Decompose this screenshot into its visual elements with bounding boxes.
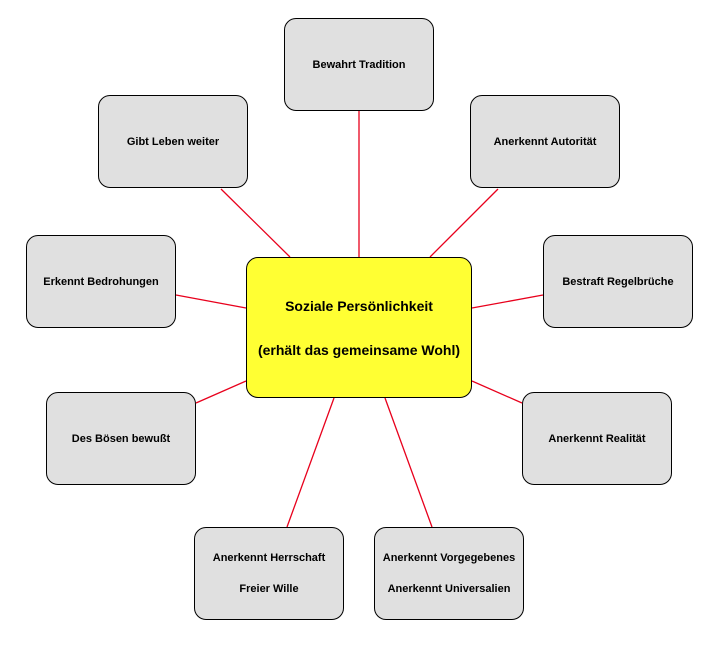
connector-bestraft-regelbrueche (471, 294, 544, 309)
node-anerkennt-vorgegebenes: Anerkennt Vorgegebenes Anerkennt Univers… (374, 527, 524, 620)
node-des-boesen-bewusst: Des Bösen bewußt (46, 392, 196, 485)
node-erkennt-bedrohungen: Erkennt Bedrohungen (26, 235, 176, 328)
node-anerkennt-vorgegebenes-label: Anerkennt Vorgegebenes (382, 552, 516, 564)
node-gibt-leben-weiter: Gibt Leben weiter (98, 95, 248, 188)
node-anerkennt-autoritaet-label: Anerkennt Autorität (493, 135, 597, 148)
node-bestraft-regelbrueche: Bestraft Regelbrüche (543, 235, 693, 328)
connector-des-boesen-bewusst (195, 380, 247, 404)
node-bewahrt-tradition: Bewahrt Tradition (284, 18, 434, 111)
node-anerkennt-herrschaft: Anerkennt Herrschaft Freier Wille (194, 527, 344, 620)
connector-anerkennt-herrschaft (286, 397, 335, 528)
central-node-subtitle: (erhält das gemeinsame Wohl) (257, 341, 460, 358)
node-anerkennt-autoritaet: Anerkennt Autorität (470, 95, 620, 188)
node-anerkennt-realitaet: Anerkennt Realität (522, 392, 672, 485)
node-anerkennt-realitaet-label: Anerkennt Realität (548, 432, 646, 445)
connector-anerkennt-realitaet (471, 380, 523, 404)
central-node: Soziale Persönlichkeit (erhält das gemei… (246, 257, 472, 398)
node-freier-wille-label: Freier Wille (239, 583, 299, 595)
node-anerkennt-universalien-label: Anerkennt Universalien (387, 583, 511, 595)
node-gibt-leben-weiter-label: Gibt Leben weiter (126, 135, 220, 148)
connector-gibt-leben-weiter (220, 188, 291, 258)
node-erkennt-bedrohungen-label: Erkennt Bedrohungen (43, 275, 159, 288)
connector-anerkennt-autoritaet (429, 188, 499, 258)
central-node-title: Soziale Persönlichkeit (285, 297, 433, 314)
node-des-boesen-bewusst-label: Des Bösen bewußt (71, 432, 171, 445)
node-bestraft-regelbrueche-label: Bestraft Regelbrüche (562, 275, 674, 288)
node-bewahrt-tradition-label: Bewahrt Tradition (312, 58, 406, 71)
connector-anerkennt-vorgegebenes (384, 397, 433, 528)
connector-erkennt-bedrohungen (175, 294, 247, 309)
node-anerkennt-herrschaft-label: Anerkennt Herrschaft (212, 552, 326, 564)
